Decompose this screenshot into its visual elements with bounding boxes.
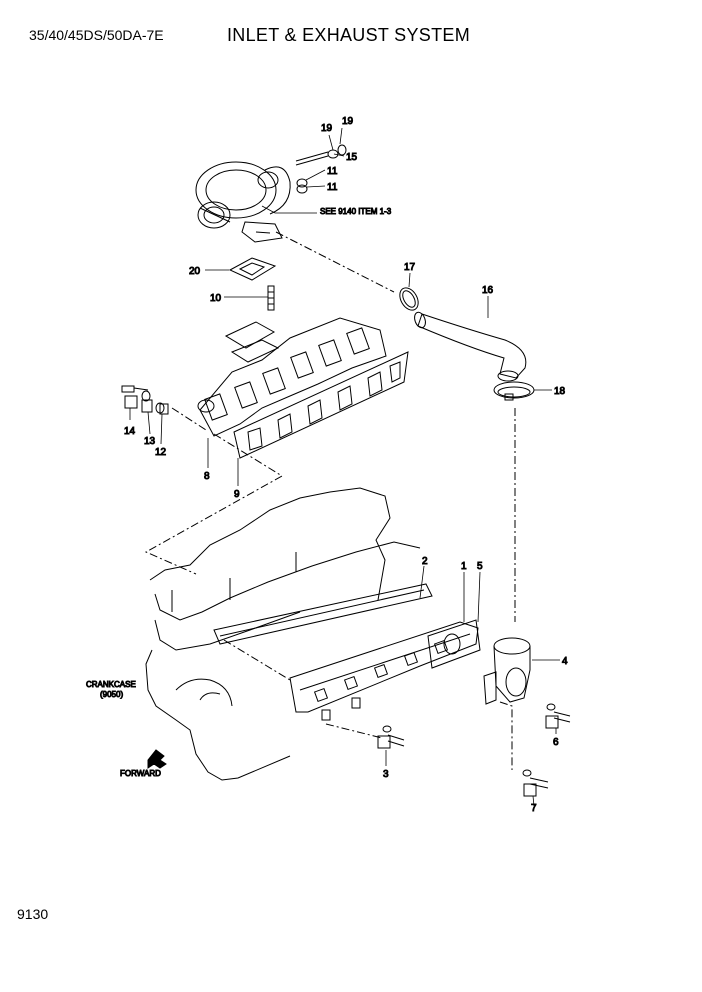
exhaust-manifold-8	[197, 317, 387, 437]
hose-clamp-17	[399, 287, 419, 311]
callout-18: 18	[554, 386, 566, 397]
callout-16: 16	[482, 285, 494, 296]
callout-7: 7	[531, 803, 537, 814]
callout-14: 14	[124, 426, 136, 437]
stud-10	[267, 285, 275, 311]
intake-manifold-1	[289, 621, 479, 721]
turbocharger	[195, 161, 291, 243]
intake-hose-16	[414, 311, 527, 382]
callout-4: 4	[562, 656, 568, 667]
callout-3: 3	[383, 769, 389, 780]
engine-block	[145, 487, 421, 781]
crankcase-ref: (9050)	[100, 690, 123, 699]
elbow-connector-4	[483, 637, 531, 705]
callout-9: 9	[234, 489, 240, 500]
manifold-gasket-9	[233, 351, 409, 459]
callout-8: 8	[204, 471, 210, 482]
model-number: 35/40/45DS/50DA-7E	[29, 27, 164, 43]
plate-5	[427, 619, 481, 669]
callout-19b: 19	[342, 116, 354, 127]
callout-15: 15	[346, 152, 358, 163]
gasket-20	[228, 257, 277, 281]
bolt-3	[377, 725, 405, 749]
callout-20: 20	[189, 266, 201, 277]
callout-2: 2	[422, 556, 428, 567]
bolt-6	[545, 703, 571, 729]
gasket-2	[213, 583, 433, 645]
callout-13: 13	[144, 436, 156, 447]
callout-5: 5	[477, 561, 483, 572]
bolt-7	[522, 769, 549, 797]
callout-1: 1	[461, 561, 467, 572]
hose-clamp-18	[493, 381, 535, 401]
assembly-dash-lines	[144, 231, 516, 770]
bolt-14-washer-13-spacer-12	[121, 385, 169, 415]
forward-label: FORWARD	[120, 769, 161, 778]
forward-arrow-icon	[147, 749, 167, 769]
callout-17: 17	[404, 262, 416, 273]
callout-6: 6	[553, 737, 559, 748]
page-title: INLET & EXHAUST SYSTEM	[227, 25, 470, 45]
crankcase-label: CRANKCASE	[86, 680, 136, 689]
callout-12: 12	[155, 447, 167, 458]
callout-11b: 11	[327, 182, 338, 193]
see-reference-note: SEE 9140 ITEM 1-3	[320, 207, 392, 216]
fasteners-15-19-11	[295, 144, 347, 194]
callout-10: 10	[210, 293, 222, 304]
callout-19a: 19	[321, 123, 333, 134]
leader-lines	[129, 127, 560, 807]
callout-11a: 11	[327, 166, 338, 177]
page-number: 9130	[17, 906, 49, 922]
